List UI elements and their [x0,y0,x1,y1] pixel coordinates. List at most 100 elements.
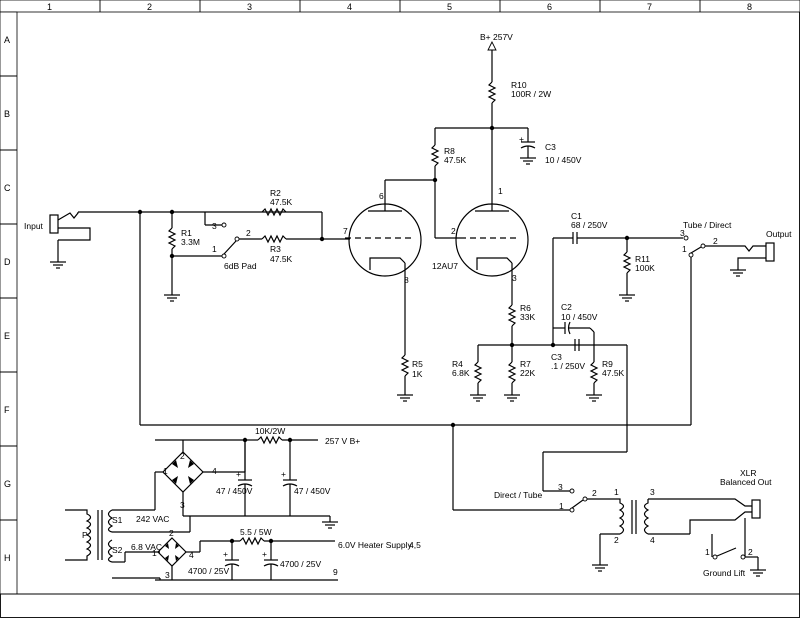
grid-row-a: A [4,35,10,45]
hcap1-value: 4700 / 25V [188,566,229,576]
resistor-r10: R10 100R / 2W [487,80,551,128]
tube-section-1: 6 7 8 [343,191,422,355]
cap1-value: 47 / 450V [216,486,253,496]
s1-voltage: 242 VAC [136,514,169,524]
hv-filter-cap-2: + 47 / 450V [281,440,331,516]
heater-cap-2: + 4700 / 25V [262,541,321,580]
r1-value: 3.3M [181,237,200,247]
r8-ref: R8 [444,146,455,156]
c3-bot-value: .1 / 250V [551,361,585,371]
r3-value: 47.5K [270,254,293,264]
br1-pin4: 4 [212,466,217,476]
tube-direct-label: Tube / Direct [683,220,732,230]
grid-row-h: H [4,553,11,563]
gl-pin2: 2 [748,547,753,557]
grid-col-6: 6 [547,2,552,12]
resistor-r7: R7 22K [504,345,535,402]
r5-value: 1K [412,369,423,379]
power-transformer: P S1 242 VAC S2 6.8 VAC [65,509,169,563]
r6-value: 33K [520,312,535,322]
ground-lift-switch: 1 2 Ground Lift [703,534,766,578]
grid-col-8: 8 [747,2,752,12]
r9-ref: R9 [602,359,613,369]
tube-section-2: 1 2 3 12AU7 [432,186,529,305]
pad-pin3: 3 [212,221,217,231]
tube1-pin8: 8 [404,275,409,285]
resistor-r5: R5 1K [397,354,423,402]
r9-value: 47.5K [602,368,625,378]
tube2-pin2: 2 [451,226,456,236]
xfmr-pin1: 1 [614,487,619,497]
r10-value: 100R / 2W [511,89,551,99]
heater-cap-1: + 4700 / 25V [188,541,240,580]
s1-label: S1 [112,515,123,525]
r1-ref: R1 [181,228,192,238]
bplus-terminal: B+ 257V [480,32,513,82]
xlr-label: XLR [740,468,757,478]
hv-bridge: 1 2 3 4 [112,439,330,533]
c3-top-value: 10 / 450V [545,155,582,165]
heater-pin9-label: 9 [333,567,338,577]
xfmr-pin3: 3 [650,487,655,497]
output-transformer: 1 2 3 4 [592,487,690,572]
grid-col-1: 1 [47,2,52,12]
resistor-r11: R11 100K [619,238,655,302]
bplus-label: B+ 257V [480,32,513,42]
grid-row-e: E [4,331,10,341]
hv-filter-cap-1: + 47 / 450V [216,440,253,516]
heater-resistor: 5.5 / 5W [239,527,335,546]
output-label: Output [766,229,792,239]
br1-pin3: 3 [180,500,185,510]
br2-pin2: 2 [169,528,174,538]
r11-value: 100K [635,263,655,273]
svg-text:+: + [236,469,241,479]
r3-ref: R3 [270,244,281,254]
c3-bot-ref: C3 [551,352,562,362]
tube2-pin1: 1 [498,186,503,196]
dt-pin3: 3 [558,482,563,492]
resistor-10k: 10K/2W [245,426,318,445]
heater-label: 6.0V Heater Supply [338,540,412,550]
heater-bridge: 1 2 3 4 [112,528,338,581]
svg-text:+: + [223,549,228,559]
br2-pin4: 4 [189,550,194,560]
psu-resistor-label: 10K/2W [255,426,285,436]
br1-pin1: 1 [163,466,168,476]
xfmr-pin4: 4 [650,535,655,545]
capacitor-c3-bypass: + C3 10 / 450V [519,128,582,165]
dt-pin1: 1 [559,501,564,511]
svg-text:+: + [262,549,267,559]
dt-pin2: 2 [592,488,597,498]
grid-row-g: G [4,479,11,489]
xfmr-pin2: 2 [614,535,619,545]
capacitor-c1: C1 68 / 250V [553,211,683,244]
r8-value: 47.5K [444,155,467,165]
c1-value: 68 / 250V [571,220,608,230]
primary-label: P [82,530,88,540]
r2-ref: R2 [270,188,281,198]
pad-pin2: 2 [246,228,251,238]
tube-direct-switch: Tube / Direct 3 2 1 [680,220,735,270]
td-pin1: 1 [682,244,687,254]
c2-value: 10 / 450V [561,312,598,322]
r11-ref: R11 [635,254,650,264]
resistor-r3: R3 47.5K [261,234,293,264]
tube1-pin6: 6 [379,191,384,201]
capacitor-c2: C2 10 / 450V [553,302,598,345]
resistor-r9: R9 47.5K [586,345,625,402]
c2-ref: C2 [561,302,572,312]
s2-label: S2 [112,545,123,555]
tube-type-label: 12AU7 [432,261,458,271]
ground-lift-label: Ground Lift [703,568,746,578]
tube1-pin7: 7 [343,226,348,236]
xlr-sublabel: Balanced Out [720,477,772,487]
input-label: Input [24,221,44,231]
direct-tube-label: Direct / Tube [494,490,542,500]
r7-value: 22K [520,368,535,378]
grid-col-3: 3 [247,2,252,12]
grid-col-7: 7 [647,2,652,12]
svg-text:+: + [519,134,524,144]
hcap2-value: 4700 / 25V [280,559,321,569]
